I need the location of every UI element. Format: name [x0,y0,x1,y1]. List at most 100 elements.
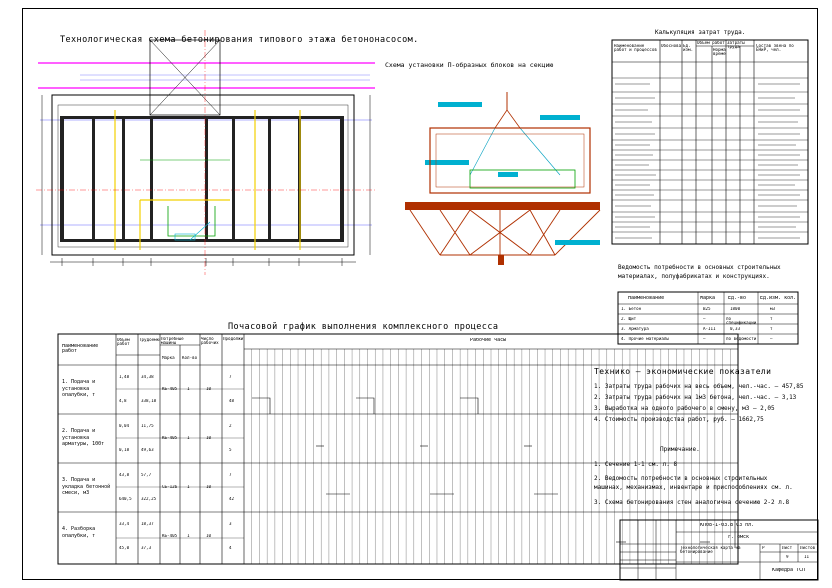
schedule-row-duration: 2 [229,424,232,428]
stamp-doc: Технологическая карта на бетонирование [680,546,741,555]
schedule-row-duration: 48 [229,399,235,403]
materials-row-mark: — [703,337,706,341]
schedule-row-labor: 34,38 [141,375,154,379]
schedule-row-labor: 37,3 [141,546,152,550]
labor-header-cost: Затраты труда [727,41,745,50]
materials-row-name: 3. Арматура [621,327,649,331]
materials-header-name: Наименование [628,296,665,301]
schedule-row-labor: 18,37 [141,522,154,526]
materials-row-qty: по спецификации [726,317,757,326]
labor-header-name: Наименование работ и процессов [614,44,657,53]
schedule-row-duration: 7 [229,473,232,477]
schedule-row-machine: КБ-405 [162,436,178,440]
indicator-line: 1. Затраты труда рабочих на весь объем, … [594,383,804,390]
stamp-sheet-no: 9 [786,555,789,559]
stamp-sheet-label: Лист [782,546,793,550]
schedule-row-name: 1. Подача и установка опалубки, т [62,379,96,398]
materials-row-name: 4. Прочие материалы [621,337,669,341]
labor-title: Калькуляция затрат труда. [655,29,746,36]
schedule-row-name: 4. Разборка опалубки, т [62,526,96,539]
schedule-row-machine-count: 1 [187,387,190,391]
schedule-row-duration: 7 [229,375,232,379]
schedule-header-mark: Марка [162,356,175,360]
schedule-header-labor: Трудоемкость [139,338,160,342]
stamp-sheets-label: Листов [800,546,816,550]
materials-row-name: 1. Бетон [621,307,642,311]
sheet-frame [22,8,818,580]
schedule-row-labor: 322,25 [141,497,157,501]
schedule-row-machine-count: 1 [187,534,190,538]
labor-header-crew: Состав звена по ЕНиР, чел. [756,44,794,53]
schedule-header-crew: Число рабочих [201,337,219,346]
schedule-row-labor: 49,63 [141,448,154,452]
stamp-sheets-no: 11 [804,555,810,559]
schedule-row-crew: 10 [206,534,212,538]
schedule-row-crew: 10 [206,485,212,489]
materials-row-unit: т [770,317,773,321]
schedule-row-volume: 4,8 [119,399,127,403]
labor-header-unit: Ед. изм. [683,44,694,53]
schedule-header-duration: Продолжительность [223,337,244,341]
schedule-row-volume: 45,0 [119,546,130,550]
schedule-row-duration: 5 [229,448,232,452]
stamp-group: Кафедра ТСП [772,568,806,573]
indicators-title: Технико – экономические показатели [594,367,772,376]
schedule-title: Почасовой график выполнения комплексного… [228,322,499,332]
schedule-row-labor: 11,75 [141,424,154,428]
schedule-row-volume: 0,04 [119,424,130,428]
schedule-row-name: 2. Подача и установка арматуры, 100т [62,428,105,447]
schedule-header-volume: Объем работ [117,338,130,347]
schedule-header-count: Кол-во [182,356,198,360]
materials-header-mark: Марка [700,296,716,301]
labor-header-volume: Объем работ [697,41,725,45]
notes-title: Примечание. [660,446,700,453]
indicator-line: 3. Выработка на одного рабочего в смену,… [594,405,775,412]
materials-header-unit: Ед.изм. кол. [760,296,797,301]
note-line: 1. Сечение 1-1 см. л. 8 [594,461,678,468]
schedule-row-machine: КБ-405 [162,534,178,538]
schedule-row-volume: 43,8 [119,473,130,477]
schedule-row-crew: 10 [206,387,212,391]
materials-row-unit: — [770,337,773,341]
schedule-row-crew: 10 [206,436,212,440]
materials-row-mark: — [703,317,706,321]
materials-row-name: 2. Щит [621,317,637,321]
schedule-row-machine: КБ-405 [162,387,178,391]
stamp-code: КП08-1-03.8 СЗ пл. [700,523,755,528]
materials-row-mark: В25 [703,307,711,311]
note-line: 2. Ведомость потребности в основных стро… [594,475,793,491]
labor-header-norm: Норма времени [713,48,726,57]
schedule-row-machine-count: 1 [187,485,190,489]
note-line: 3. Схема бетонирования стен аналогична с… [594,499,790,506]
labor-header-basis: Обоснование [661,44,681,48]
indicator-line: 2. Затраты труда рабочих на 1м3 бетона, … [594,394,797,401]
schedule-row-volume: 33,4 [119,522,130,526]
materials-row-mark: А-III [703,327,716,331]
schedule-row-volume: 1,48 [119,375,130,379]
schedule-row-name: 3. Подача и укладка бетонной смеси, м3 [62,477,111,496]
plan-title: Технологическая схема бетонирования типо… [60,35,419,45]
materials-row-unit: м3 [770,307,776,311]
materials-row-qty: 1800 [730,307,741,311]
materials-title: Ведомость потребности в основных строите… [618,264,781,280]
section-title: Схема установки П-образных блоков на сек… [385,61,554,69]
schedule-row-volume: 640,5 [119,497,132,501]
schedule-row-duration: 4 [229,546,232,550]
schedule-row-duration: 3 [229,522,232,526]
indicator-line: 4. Стоимость производства работ, руб. – … [594,416,764,423]
schedule-header-name: Наименование работ [62,344,99,355]
schedule-row-labor: 338,18 [141,399,157,403]
schedule-row-duration: 42 [229,497,235,501]
materials-row-qty: по ведомости [726,337,757,341]
schedule-row-machine: СБ-126 [162,485,178,489]
stamp-city: г. омск [728,535,750,540]
schedule-row-labor: 57,7 [141,473,152,477]
schedule-row-volume: 0,18 [119,448,130,452]
schedule-header-machines: Потребные машины [161,337,184,346]
